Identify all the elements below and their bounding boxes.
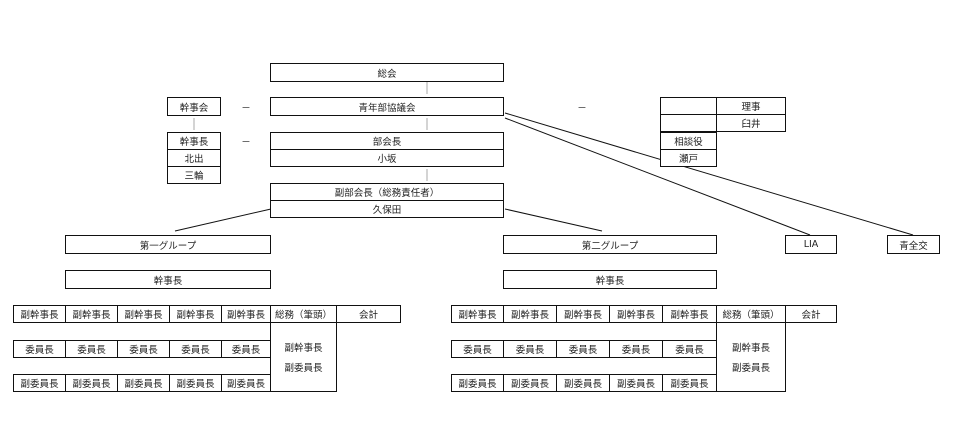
committee-chair-cell: 委員長	[503, 340, 557, 358]
committee-chair-cell: 委員長	[556, 340, 610, 358]
accounting-cell: 会計	[336, 305, 401, 323]
group-chief-box: 幹事長	[65, 270, 271, 289]
advisor-name-box: 瀬戸	[660, 149, 717, 167]
chair-title-box: 部会長	[270, 132, 504, 150]
vice-chair-name-box: 久保田	[270, 200, 504, 218]
vice-chief-cell: 副幹事長	[169, 305, 222, 323]
vice-committee-chair-cell: 副委員長	[169, 374, 222, 392]
vice-committee-chair-cell: 副委員長	[117, 374, 170, 392]
chair-name-box: 小坂	[270, 149, 504, 167]
committee-chair-cell: 委員長	[451, 340, 504, 358]
seizenko-box: 青全交	[887, 235, 940, 254]
lia-box: LIA	[785, 235, 837, 254]
committee-chair-cell: 委員長	[609, 340, 663, 358]
chief-secretary-box: 幹事長	[167, 132, 221, 150]
vice-committee-chair-cell: 副委員長	[609, 374, 663, 392]
vice-committee-chair-cell: 副委員長	[662, 374, 717, 392]
advisor-title-box: 相談役	[660, 132, 717, 150]
group-title-box: 第一グループ	[65, 235, 271, 254]
vice-committee-chair-cell: 副委員長	[503, 374, 557, 392]
director-title-box: 理事	[716, 97, 786, 115]
accounting-cell: 会計	[785, 305, 837, 323]
dash-right-panel: －	[577, 102, 587, 114]
youth-council-box: 青年部協議会	[270, 97, 504, 116]
vice-committee-chair-cell: 副委員長	[221, 374, 271, 392]
vice-chief-cell: 副幹事長	[556, 305, 610, 323]
group-title-box: 第二グループ	[503, 235, 717, 254]
ga-sub-vice-committee-chair: 副委員長	[731, 363, 770, 374]
general-affairs-sub-box: 副幹事長 副委員長	[270, 322, 337, 392]
vice-chief-cell: 副幹事長	[609, 305, 663, 323]
general-affairs-sub-box: 副幹事長 副委員長	[716, 322, 786, 392]
committee-chair-cell: 委員長	[65, 340, 118, 358]
vice-chief-cell: 副幹事長	[221, 305, 271, 323]
vice-committee-chair-cell: 副委員長	[13, 374, 66, 392]
dash-chief-secretary: －	[241, 137, 251, 148]
dash-secretariat: －	[241, 102, 251, 114]
vice-committee-chair-cell: 副委員長	[556, 374, 610, 392]
ga-sub-vice-committee-chair: 副委員長	[284, 363, 323, 374]
vice-chief-cell: 副幹事長	[662, 305, 717, 323]
ga-sub-vice-chief: 副幹事長	[284, 343, 323, 354]
group-chief-box: 幹事長	[503, 270, 717, 289]
vice-chair-title-box: 副部会長（総務責任者）	[270, 183, 504, 201]
vice-committee-chair-cell: 副委員長	[65, 374, 118, 392]
blank-box	[660, 97, 717, 115]
general-affairs-cell: 総務（筆頭）	[716, 305, 786, 323]
committee-chair-cell: 委員長	[169, 340, 222, 358]
ga-sub-vice-chief: 副幹事長	[731, 343, 770, 354]
vice-committee-chair-cell: 副委員長	[451, 374, 504, 392]
blank-box	[660, 114, 717, 132]
secretary-name-box: 三輪	[167, 166, 221, 184]
committee-chair-cell: 委員長	[221, 340, 271, 358]
committee-chair-cell: 委員長	[13, 340, 66, 358]
director-name-box: 臼井	[716, 114, 786, 132]
vice-chief-cell: 副幹事長	[503, 305, 557, 323]
secretary-name-box: 北出	[167, 149, 221, 167]
committee-chair-cell: 委員長	[117, 340, 170, 358]
vice-chief-cell: 副幹事長	[451, 305, 504, 323]
vice-chief-cell: 副幹事長	[117, 305, 170, 323]
committee-chair-cell: 委員長	[662, 340, 717, 358]
secretariat-box: 幹事会	[167, 97, 221, 116]
vice-chief-cell: 副幹事長	[65, 305, 118, 323]
general-assembly-box: 総会	[270, 63, 504, 82]
general-affairs-cell: 総務（筆頭）	[270, 305, 337, 323]
vice-chief-cell: 副幹事長	[13, 305, 66, 323]
